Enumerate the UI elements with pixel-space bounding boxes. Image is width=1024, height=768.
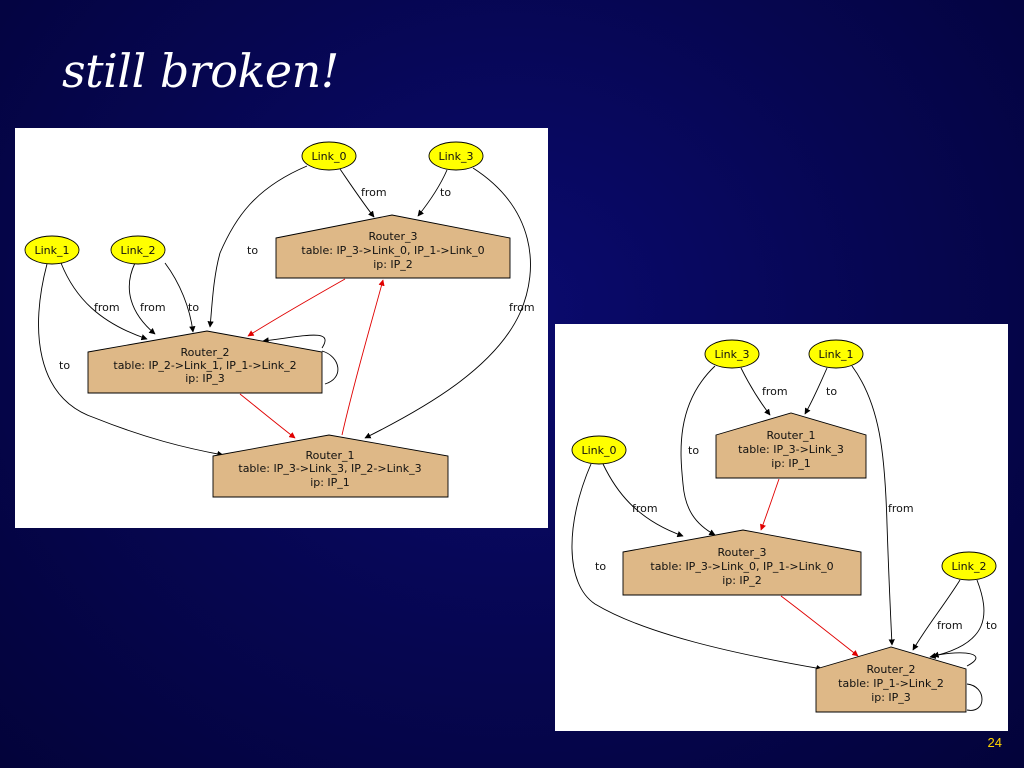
page-number: 24 xyxy=(987,735,1002,750)
router-node-router1: Router_1 table: IP_3->Link_3 ip: IP_1 xyxy=(715,412,867,479)
svg-text:Router_3: Router_3 xyxy=(369,230,418,243)
link-node-link2: Link_2 xyxy=(110,235,166,265)
edge-link3-router1 xyxy=(364,167,531,439)
edge-label-link2-router2-to: to xyxy=(986,619,997,632)
svg-text:ip: IP_3: ip: IP_3 xyxy=(185,372,225,385)
svg-text:Link_3: Link_3 xyxy=(714,348,749,361)
svg-text:Link_1: Link_1 xyxy=(818,348,853,361)
edge-label-link1-router2: from xyxy=(94,301,120,314)
diagram-b-graph: Link_3 Link_1 Link_0 Link_2 Router_1 tab… xyxy=(571,339,997,713)
edge-link3-router3 xyxy=(417,169,448,217)
router-node-router1: Router_1 table: IP_3->Link_3, IP_2->Link… xyxy=(212,434,449,498)
link-node-link2: Link_2 xyxy=(941,551,997,581)
svg-text:Router_2: Router_2 xyxy=(181,346,230,359)
edge-label-link2-router2-to: to xyxy=(188,301,199,314)
link-node-link0: Link_0 xyxy=(571,435,627,465)
edge-link2-router2-to xyxy=(164,262,196,333)
routing-edge-router3-router2 xyxy=(780,595,859,657)
svg-text:Router_1: Router_1 xyxy=(306,449,355,462)
edge-link1-router2 xyxy=(60,262,148,341)
router-node-router3: Router_3 table: IP_3->Link_0, IP_1->Link… xyxy=(275,214,511,279)
svg-text:table: IP_3->Link_0, IP_1->Lin: table: IP_3->Link_0, IP_1->Link_0 xyxy=(301,244,484,257)
svg-text:ip: IP_3: ip: IP_3 xyxy=(871,691,911,704)
svg-text:table: IP_3->Link_0, IP_1->Lin: table: IP_3->Link_0, IP_1->Link_0 xyxy=(650,560,833,573)
link-node-link1: Link_1 xyxy=(808,339,864,369)
edge-link2-router2-from xyxy=(912,579,961,651)
edge-label-link0-router2: to xyxy=(595,560,606,573)
svg-text:table: IP_1->Link_2: table: IP_1->Link_2 xyxy=(838,677,944,690)
edge-link0-router3 xyxy=(602,463,684,538)
router-node-router3: Router_3 table: IP_3->Link_0, IP_1->Link… xyxy=(622,529,862,596)
svg-text:Router_3: Router_3 xyxy=(718,546,767,559)
routing-edge-router1-router3 xyxy=(760,478,780,531)
routing-edge-router2-router1 xyxy=(239,393,296,439)
diagram-a-graph: Link_0 Link_3 Link_1 Link_2 Router_3 tab… xyxy=(24,141,535,498)
edge-router2-self xyxy=(933,653,983,711)
svg-text:ip: IP_2: ip: IP_2 xyxy=(722,574,762,587)
svg-text:ip: IP_2: ip: IP_2 xyxy=(373,258,413,271)
router-node-router2: Router_2 table: IP_2->Link_1, IP_1->Link… xyxy=(87,330,323,394)
edge-label-link3-router1: from xyxy=(509,301,535,314)
edge-router2-self xyxy=(263,335,339,385)
link-node-link1: Link_1 xyxy=(24,235,80,265)
svg-text:table: IP_3->Link_3: table: IP_3->Link_3 xyxy=(738,443,844,456)
edge-link0-router3 xyxy=(339,168,375,218)
edge-link1-router2 xyxy=(851,365,895,646)
edge-label-link3-router1: from xyxy=(762,385,788,398)
edge-link3-router1 xyxy=(740,367,771,416)
edge-link2-router2-from xyxy=(128,262,156,335)
slide-title: still broken! xyxy=(62,44,339,98)
link-node-link0: Link_0 xyxy=(301,141,357,171)
svg-text:ip: IP_1: ip: IP_1 xyxy=(310,476,350,489)
svg-text:Link_1: Link_1 xyxy=(34,244,69,257)
edge-link0-router2 xyxy=(207,165,308,328)
edge-label-link0-router2: to xyxy=(247,244,258,257)
svg-text:Link_0: Link_0 xyxy=(311,150,346,163)
svg-text:Router_1: Router_1 xyxy=(767,429,816,442)
svg-text:Link_3: Link_3 xyxy=(438,150,473,163)
edge-label-link1-router1: to xyxy=(59,359,70,372)
svg-text:Link_2: Link_2 xyxy=(120,244,155,257)
edge-label-link2-router2-from: from xyxy=(140,301,166,314)
diagram-a-panel: Link_0 Link_3 Link_1 Link_2 Router_3 tab… xyxy=(15,128,548,528)
edge-link1-router1 xyxy=(38,263,224,458)
edge-label-link0-router3: from xyxy=(361,186,387,199)
edge-link0-router2 xyxy=(571,463,823,672)
svg-text:Router_2: Router_2 xyxy=(867,663,916,676)
edge-link3-router3 xyxy=(680,365,716,536)
link-node-link3: Link_3 xyxy=(428,141,484,171)
diagram-b-panel: Link_3 Link_1 Link_0 Link_2 Router_1 tab… xyxy=(555,324,1008,731)
edge-label-link1-router1: to xyxy=(826,385,837,398)
svg-text:table: IP_3->Link_3, IP_2->Lin: table: IP_3->Link_3, IP_2->Link_3 xyxy=(238,462,421,475)
edge-label-link0-router3: from xyxy=(632,502,658,515)
routing-edge-router1-router3 xyxy=(341,279,385,436)
svg-text:Link_0: Link_0 xyxy=(581,444,616,457)
svg-text:table: IP_2->Link_1, IP_1->Lin: table: IP_2->Link_1, IP_1->Link_2 xyxy=(113,359,296,372)
svg-text:ip: IP_1: ip: IP_1 xyxy=(771,457,811,470)
svg-text:Link_2: Link_2 xyxy=(951,560,986,573)
edge-label-link3-router3: to xyxy=(440,186,451,199)
edge-link2-router2-to xyxy=(929,579,985,659)
edge-link1-router1 xyxy=(804,367,828,415)
routing-edge-router3-router2 xyxy=(247,278,346,337)
link-node-link3: Link_3 xyxy=(704,339,760,369)
router-node-router2: Router_2 table: IP_1->Link_2 ip: IP_3 xyxy=(815,646,967,713)
edge-label-link1-router2: from xyxy=(888,502,914,515)
edge-label-link2-router2-from: from xyxy=(937,619,963,632)
edge-label-link3-router3: to xyxy=(688,444,699,457)
